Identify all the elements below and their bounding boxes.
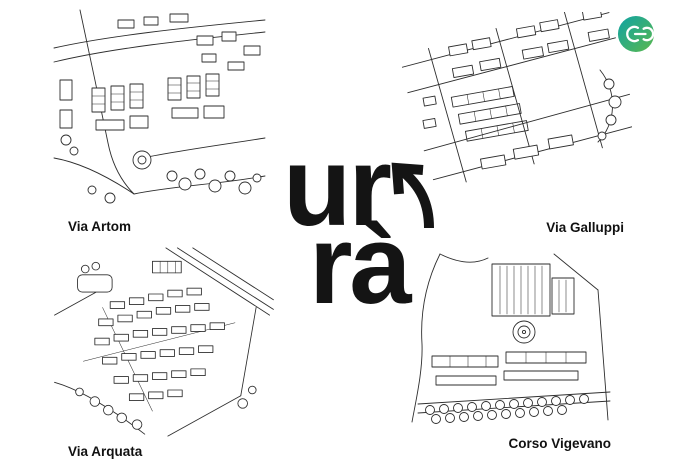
railway — [165, 247, 274, 316]
logo-text-ra: rà — [309, 202, 412, 327]
buildings — [59, 13, 261, 131]
map-via-artom: Via Artom — [52, 8, 267, 234]
corso-vigevano-highlight-region — [420, 338, 606, 398]
map-corso-vigevano: Corso Vigevano — [404, 252, 619, 451]
park — [77, 261, 113, 293]
roads — [54, 283, 257, 437]
logo-line-1: ur — [283, 131, 433, 243]
plaza — [512, 320, 536, 344]
via-artom-map-illustration — [53, 9, 266, 204]
arrow-up-left-icon — [391, 162, 434, 229]
buildings — [422, 12, 610, 170]
map-label-via-artom: Via Artom — [68, 219, 132, 234]
via-galluppi-map-illustration — [402, 12, 632, 183]
roads — [53, 9, 266, 195]
trees — [60, 134, 262, 204]
map-label-via-galluppi: Via Galluppi — [546, 220, 624, 235]
buildings — [94, 260, 225, 401]
logo-line-2: rà — [309, 209, 433, 321]
trees — [75, 385, 257, 430]
trees — [425, 394, 589, 424]
cic-brand-badge-icon — [617, 15, 655, 53]
cic-letters-icon — [626, 25, 655, 43]
logo-text-ur: ur — [283, 124, 392, 249]
park-and-trees — [597, 69, 622, 143]
map-label-corso-vigevano: Corso Vigevano — [508, 436, 611, 451]
map-via-galluppi: Via Galluppi — [402, 12, 632, 235]
map-label-via-arquata: Via Arquata — [68, 444, 143, 459]
buildings — [431, 263, 587, 386]
urra-logo: ur rà — [283, 131, 434, 321]
map-via-arquata: Via Arquata — [52, 246, 274, 459]
corso-vigevano-map-illustration — [411, 253, 611, 424]
via-arquata-map-illustration — [54, 247, 274, 437]
